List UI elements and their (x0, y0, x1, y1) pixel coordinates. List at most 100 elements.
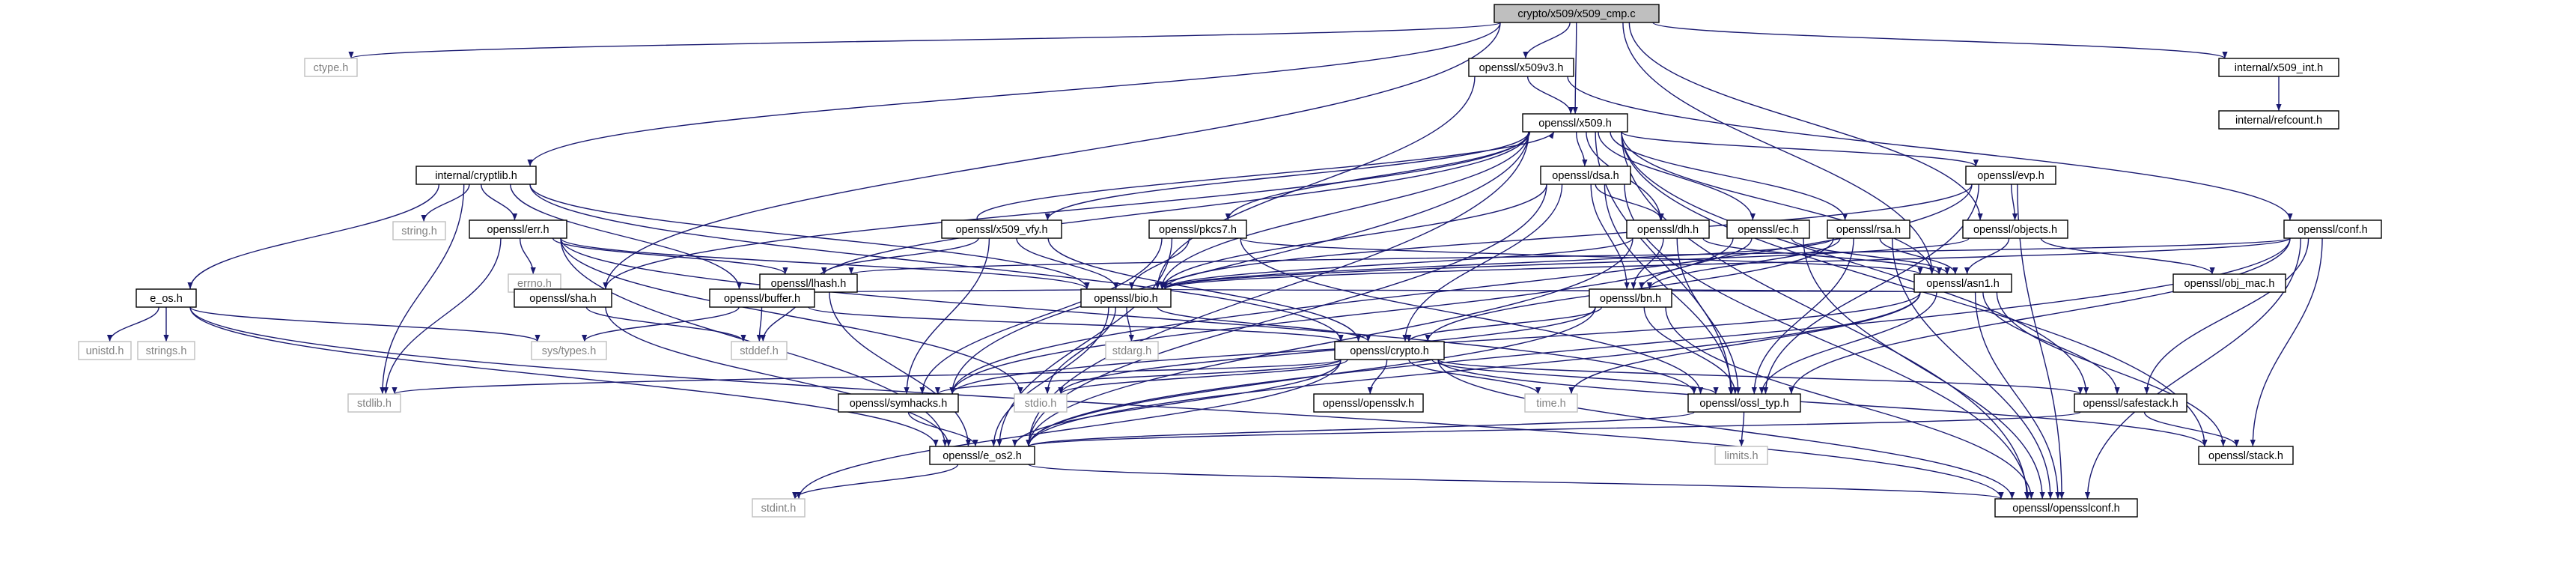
node-box-crypto (1334, 341, 1445, 360)
edge-x509_cmp-to-x509 (1572, 22, 1578, 115)
node-evp[interactable]: openssl/evp.h (1965, 166, 2056, 185)
node-dh[interactable]: openssl/dh.h (1626, 219, 1710, 239)
node-box-stack (2198, 446, 2294, 465)
edge-x509v3-to-x509 (1526, 76, 1574, 115)
node-box-dh (1626, 219, 1710, 239)
node-x509_int[interactable]: internal/x509_int.h (2218, 58, 2339, 77)
node-box-stdlib (347, 393, 401, 413)
edge-x509_vfy-to-symhacks (904, 237, 990, 395)
edge-conf-to-safestack (2144, 237, 2309, 395)
edge-asn1-to-stack (1996, 291, 2226, 447)
node-box-bio (1080, 288, 1172, 308)
node-bn[interactable]: openssl/bn.h (1589, 288, 1672, 308)
edge-symhacks-to-e_os2 (907, 411, 978, 447)
node-x509_cmp[interactable]: crypto/x509/x509_cmp.c (1493, 4, 1660, 23)
edge-rsa-to-opensslconf (1891, 237, 2053, 500)
node-sha[interactable]: openssl/sha.h (514, 288, 612, 308)
node-label-dsa: openssl/dsa.h (1552, 170, 1619, 182)
edge-evp-to-bio (1162, 184, 1973, 290)
edge-crypto-to-stdint (796, 359, 1342, 500)
edge-crypto-to-opensslv (1367, 359, 1388, 395)
edge-bn-to-opensslconf (1665, 306, 2035, 500)
edge-e_os2-to-opensslconf (1028, 464, 2004, 500)
node-label-sha: openssl/sha.h (529, 293, 596, 305)
edge-cryptlib-to-stdlib (380, 184, 465, 395)
node-obj_mac[interactable]: openssl/obj_mac.h (2172, 273, 2286, 293)
edge-x509-to-safestack (1621, 131, 2089, 395)
node-box-x509_cmp (1493, 4, 1660, 23)
edge-evp-to-objects (2011, 184, 2018, 221)
node-safestack[interactable]: openssl/safestack.h (2074, 393, 2187, 413)
node-label-opensslconf: openssl/opensslconf.h (2012, 503, 2120, 515)
node-label-conf: openssl/conf.h (2298, 224, 2368, 236)
node-ec[interactable]: openssl/ec.h (1726, 219, 1810, 239)
edge-x509_cmp-to-objects (1628, 22, 1983, 221)
node-label-objects: openssl/objects.h (1973, 224, 2057, 236)
edge-bio-to-stdarg (1126, 306, 1134, 342)
edge-pkcs7-to-ossl_typ (1240, 237, 1704, 395)
node-cryptlib[interactable]: internal/cryptlib.h (415, 166, 537, 185)
node-box-x509_int (2218, 58, 2339, 77)
node-box-e_os (136, 288, 197, 308)
edge-layer (106, 22, 2323, 500)
node-err[interactable]: openssl/err.h (469, 219, 567, 239)
edge-evp-to-ossl_typ (1762, 184, 1979, 395)
node-label-errno: errno.h (517, 278, 552, 290)
node-refcount[interactable]: internal/refcount.h (2218, 110, 2339, 130)
node-box-ossl_typ (1687, 393, 1801, 413)
node-opensslv[interactable]: openssl/opensslv.h (1313, 393, 1424, 413)
edge-asn1-to-safestack (1982, 291, 2120, 395)
node-asn1[interactable]: openssl/asn1.h (1913, 273, 2012, 293)
node-label-bio: openssl/bio.h (1094, 293, 1157, 305)
node-pkcs7[interactable]: openssl/pkcs7.h (1148, 219, 1247, 239)
node-crypto[interactable]: openssl/crypto.h (1334, 341, 1445, 360)
node-x509v3[interactable]: openssl/x509v3.h (1468, 58, 1574, 77)
node-box-unistd (78, 341, 132, 360)
edge-x509-to-ec (1598, 131, 1756, 221)
node-stdint: stdint.h (752, 498, 806, 518)
edge-bn-to-crypto (1406, 306, 1603, 342)
node-ossl_typ[interactable]: openssl/ossl_typ.h (1687, 393, 1801, 413)
node-rsa[interactable]: openssl/rsa.h (1827, 219, 1910, 239)
node-label-stdlib: stdlib.h (357, 398, 392, 410)
node-label-dh: openssl/dh.h (1637, 224, 1699, 236)
edge-pkcs7-to-e_os2 (996, 237, 1173, 447)
node-label-x509: openssl/x509.h (1538, 118, 1612, 130)
node-limits: limits.h (1714, 446, 1768, 465)
edge-pkcs7-to-symhacks (919, 237, 1163, 395)
edge-bn-to-ossl_typ (1643, 306, 1738, 395)
node-symhacks[interactable]: openssl/symhacks.h (838, 393, 959, 413)
node-bio[interactable]: openssl/bio.h (1080, 288, 1172, 308)
edge-safestack-to-stack (2143, 411, 2240, 447)
edge-x509_cmp-to-sha (603, 22, 1501, 290)
node-label-e_os: e_os.h (150, 293, 183, 305)
node-e_os2[interactable]: openssl/e_os2.h (929, 446, 1035, 465)
node-label-ossl_typ: openssl/ossl_typ.h (1699, 398, 1788, 410)
node-box-obj_mac (2172, 273, 2286, 293)
edge-ossl_typ-to-limits (1738, 411, 1745, 447)
node-stack[interactable]: openssl/stack.h (2198, 446, 2294, 465)
edge-dsa-to-crypto (1402, 184, 1563, 342)
edge-x509_vfy-to-crypto (1047, 237, 1362, 342)
edge-ec-to-asn1 (1791, 237, 1950, 275)
node-label-stdint: stdint.h (761, 503, 797, 515)
edge-objects-to-obj_mac (2040, 237, 2215, 275)
edge-e_os-to-systypes (189, 306, 541, 342)
node-label-cryptlib: internal/cryptlib.h (435, 170, 517, 182)
node-objects[interactable]: openssl/objects.h (1962, 219, 2068, 239)
edge-err-to-bio (560, 237, 1090, 290)
node-stdarg: stdarg.h (1105, 341, 1159, 360)
edge-x509v3-to-conf (1567, 76, 2293, 221)
node-e_os[interactable]: e_os.h (136, 288, 197, 308)
edge-x509_vfy-to-lhash (821, 237, 979, 275)
node-conf[interactable]: openssl/conf.h (2283, 219, 2382, 239)
edge-e_os2-to-stdint (792, 464, 959, 500)
edge-x509_cmp-to-x509_int (1652, 22, 2228, 59)
edge-x509-to-symhacks (949, 131, 1529, 395)
node-dsa[interactable]: openssl/dsa.h (1540, 166, 1631, 185)
node-x509_vfy[interactable]: openssl/x509_vfy.h (941, 219, 1062, 239)
node-opensslconf[interactable]: openssl/opensslconf.h (1994, 498, 2138, 518)
node-label-evp: openssl/evp.h (1977, 170, 2044, 182)
node-buffer[interactable]: openssl/buffer.h (709, 288, 815, 308)
node-x509[interactable]: openssl/x509.h (1522, 113, 1628, 133)
